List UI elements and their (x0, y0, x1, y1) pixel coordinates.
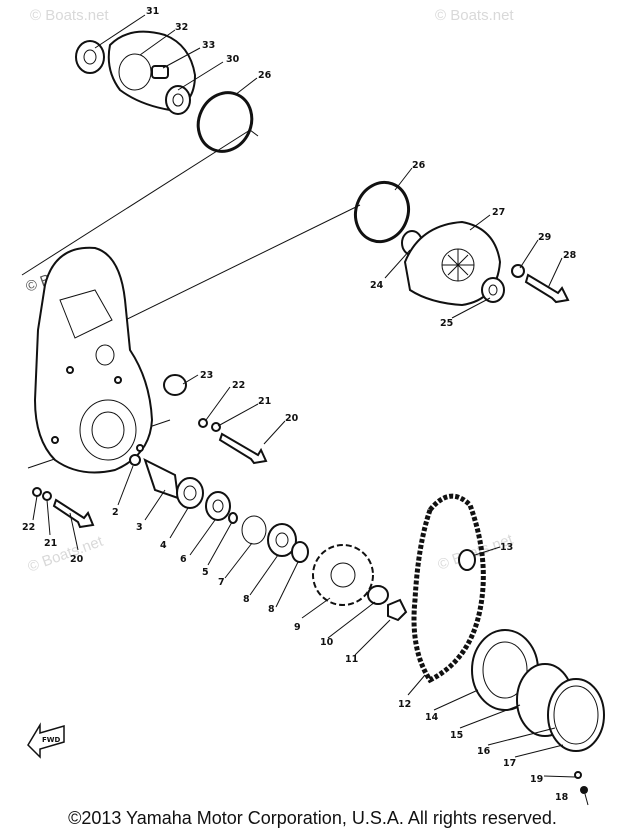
callout-7: 7 (218, 577, 225, 588)
chain-roller-13 (458, 549, 476, 571)
callout-26-right: 26 (412, 160, 426, 171)
callout-17: 17 (503, 758, 516, 769)
callout-28: 28 (563, 250, 577, 261)
callout-31: 31 (146, 6, 159, 17)
washer-21-left (42, 491, 52, 501)
callout-20-right: 20 (285, 413, 299, 424)
callout-13: 13 (500, 542, 513, 553)
watermark-top-left: © Boats.net (30, 7, 109, 24)
callout-33: 33 (202, 40, 215, 51)
callout-24: 24 (370, 280, 384, 291)
callout-10: 10 (320, 637, 334, 648)
callout-6: 6 (180, 554, 187, 565)
callout-11: 11 (345, 654, 358, 665)
callout-12: 12 (398, 699, 411, 710)
washer-22 (198, 418, 208, 428)
watermark-top-right: © Boats.net (435, 7, 514, 24)
callout-21-left: 21 (44, 538, 57, 549)
callout-18: 18 (555, 792, 569, 803)
fwd-arrow: FWD (27, 722, 65, 759)
watermark-left-bottom: © Boats.net (26, 533, 106, 576)
callout-8b: 8 (268, 604, 275, 615)
oil-pump-group (354, 180, 570, 307)
callout-29: 29 (538, 232, 551, 243)
callout-23: 23 (200, 370, 213, 381)
bolt-20 (218, 432, 268, 465)
drum-group (471, 629, 605, 794)
callout-15: 15 (450, 730, 463, 741)
callout-22-right: 22 (232, 380, 245, 391)
bolt-20-left (52, 498, 95, 529)
callout-25: 25 (440, 318, 453, 329)
callout-3: 3 (136, 522, 143, 533)
callouts: 31 32 33 30 26 26 27 29 28 24 25 23 22 2… (22, 6, 577, 803)
callout-8a: 8 (243, 594, 250, 605)
callout-22-left: 22 (22, 522, 35, 533)
callout-9: 9 (294, 622, 301, 633)
callout-30: 30 (226, 54, 240, 65)
case-cover (33, 246, 154, 474)
washer-21 (211, 422, 221, 432)
bearing-cover-group (75, 30, 254, 153)
callout-5: 5 (202, 567, 209, 578)
callout-32: 32 (175, 22, 188, 33)
nut-18 (580, 786, 588, 794)
cap-23 (163, 374, 187, 396)
callout-16: 16 (477, 746, 491, 757)
washer-22-left (32, 487, 42, 497)
shaft-stack (129, 454, 408, 622)
drive-chain (411, 493, 486, 684)
callout-26-top: 26 (258, 70, 272, 81)
callout-2: 2 (112, 507, 119, 518)
callout-19: 19 (530, 774, 543, 785)
callout-27: 27 (492, 207, 505, 218)
fwd-label: FWD (42, 736, 61, 744)
callout-4: 4 (160, 540, 167, 551)
callout-20-left: 20 (70, 554, 84, 565)
leader-lines (32, 14, 589, 806)
copyright-footer: ©2013 Yamaha Motor Corporation, U.S.A. A… (68, 808, 557, 828)
callout-14: 14 (425, 712, 439, 723)
callout-21-right: 21 (258, 396, 271, 407)
